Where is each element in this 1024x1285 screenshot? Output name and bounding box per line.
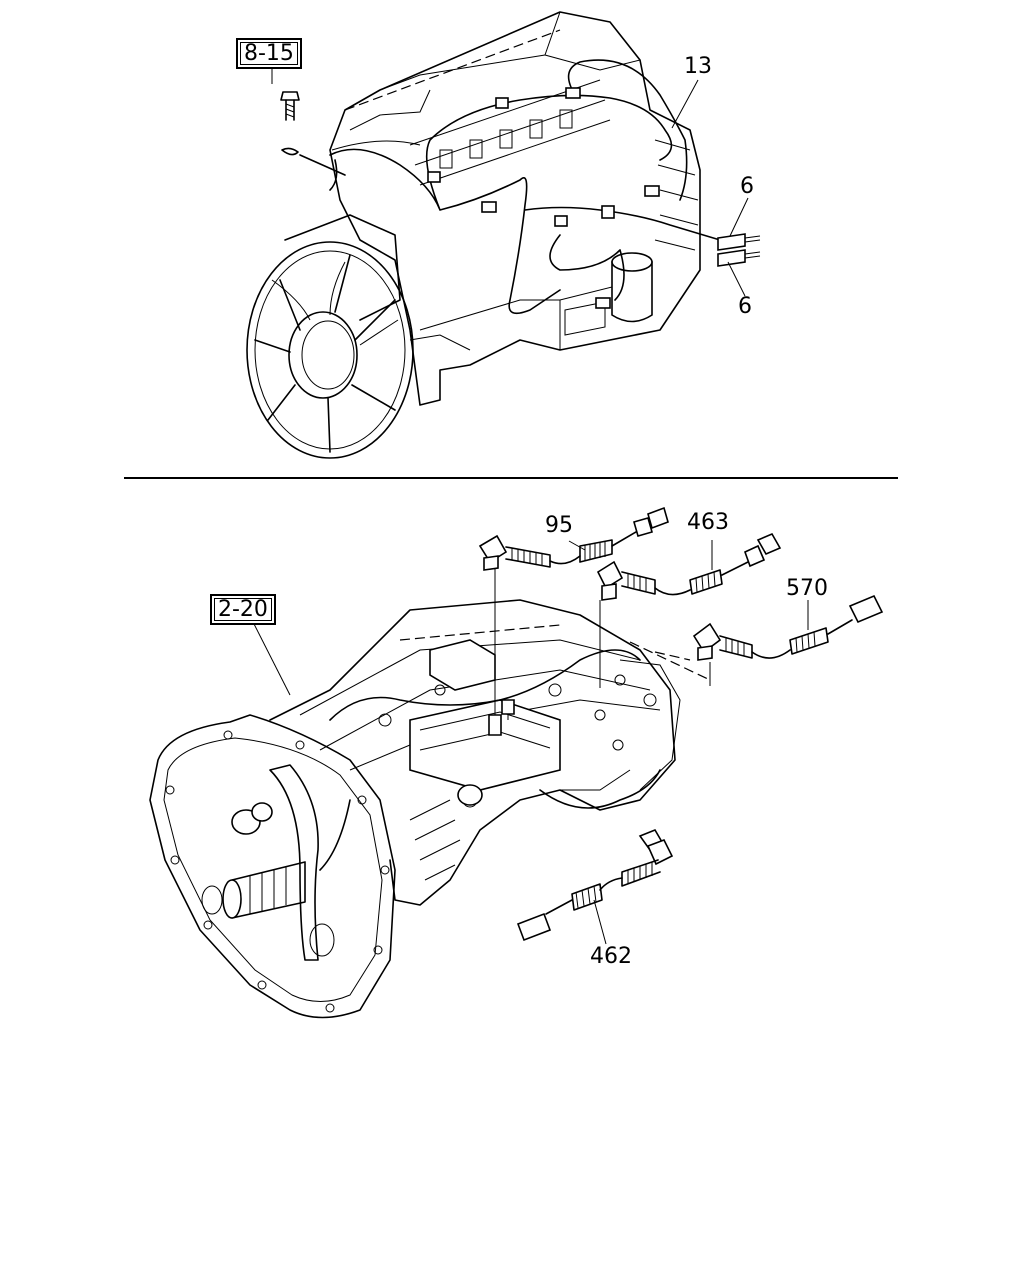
callout-6-upper[interactable]: 6	[740, 174, 754, 199]
leader-13	[671, 79, 699, 129]
engine-assembly	[246, 11, 761, 459]
callout-95[interactable]: 95	[545, 513, 573, 538]
leader-95	[568, 540, 586, 551]
ref-box-2-20[interactable]: 2-20	[210, 594, 276, 625]
transmission-assembly	[149, 560, 711, 1019]
callout-570[interactable]: 570	[786, 576, 828, 601]
leader-462	[593, 899, 607, 945]
sensor-570	[692, 594, 884, 661]
leader-6-upper	[729, 197, 749, 237]
ref-box-8-15[interactable]: 8-15	[236, 38, 302, 69]
sensor-463	[596, 532, 782, 601]
callout-463[interactable]: 463	[687, 510, 729, 535]
callout-13[interactable]: 13	[684, 54, 712, 79]
leader-2-20	[251, 619, 291, 696]
callout-462[interactable]: 462	[590, 944, 632, 969]
sensor-95	[478, 506, 669, 571]
callout-6-lower[interactable]: 6	[738, 294, 752, 319]
sensor-462	[516, 829, 674, 942]
leader-6-lower	[727, 261, 746, 297]
